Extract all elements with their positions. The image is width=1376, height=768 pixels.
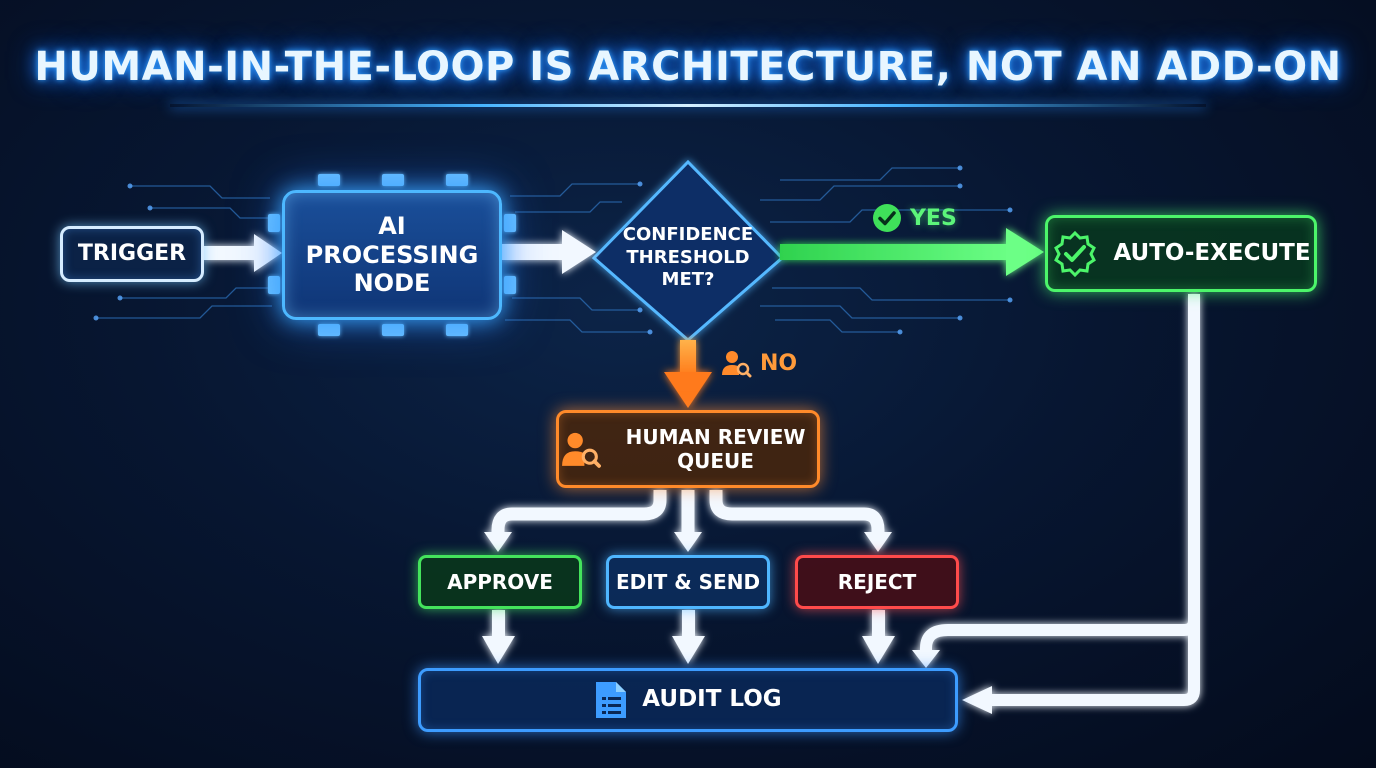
arrowheads-auto (912, 650, 992, 714)
check-badge-icon (1054, 230, 1097, 277)
ai-processing-label: AI PROCESSING NODE (305, 211, 479, 298)
audit-log-node: AUDIT LOG (418, 668, 958, 732)
audit-log-label: AUDIT LOG (642, 686, 782, 713)
auto-execute-node: AUTO-EXECUTE (1045, 215, 1317, 292)
trigger-label: TRIGGER (77, 240, 187, 266)
no-text: NO (760, 350, 798, 376)
title-underline (170, 104, 1206, 107)
human-review-queue-node: HUMAN REVIEW QUEUE (556, 410, 820, 488)
arrow-ai-to-decision (502, 230, 596, 274)
arrow-yes (780, 228, 1044, 276)
arrows-review-to-outcomes (491, 490, 885, 536)
approve-node: APPROVE (418, 555, 582, 609)
edit-send-node: EDIT & SEND (606, 555, 770, 609)
chip-pins (268, 174, 516, 336)
reject-label: REJECT (837, 570, 917, 594)
decision-label: CONFIDENCE THRESHOLD MET? (622, 224, 754, 291)
no-branch-label: NO (720, 346, 797, 380)
trigger-node: TRIGGER (60, 226, 204, 282)
reject-node: REJECT (795, 555, 959, 609)
check-circle-icon (873, 204, 901, 232)
ai-processing-node: AI PROCESSING NODE (282, 190, 502, 320)
circuit-traces (96, 167, 1010, 333)
yes-branch-label: YES (872, 202, 957, 234)
person-search-icon (722, 351, 752, 378)
circuit-nodes (93, 165, 1013, 335)
arrow-trigger-to-ai (204, 234, 282, 272)
approve-label: APPROVE (447, 570, 553, 594)
arrows-outcomes-to-audit (482, 610, 895, 664)
person-search-icon (562, 432, 601, 468)
arrow-auto-to-audit (920, 294, 1200, 706)
human-review-label: HUMAN REVIEW QUEUE (625, 425, 806, 473)
yes-text: YES (910, 205, 957, 231)
arrowheads-outcomes (484, 532, 892, 552)
edit-send-label: EDIT & SEND (615, 570, 761, 594)
document-icon (596, 682, 627, 718)
arrow-no (664, 340, 712, 408)
auto-execute-label: AUTO-EXECUTE (1113, 239, 1311, 266)
diagram-title: HUMAN-IN-THE-LOOP IS ARCHITECTURE, NOT A… (34, 44, 1342, 90)
